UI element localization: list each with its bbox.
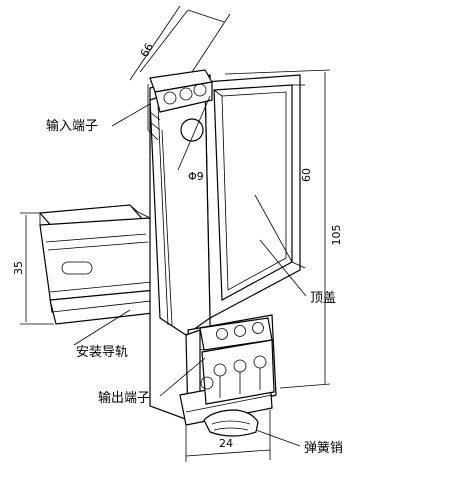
dim-35-label: 35: [12, 261, 25, 275]
callout-input-terminal: 输入端子: [46, 103, 151, 134]
dim-105: 105: [224, 69, 343, 389]
dim-35: 35: [12, 212, 54, 325]
label-input-terminal: 输入端子: [46, 118, 98, 134]
top-cover: [213, 84, 293, 301]
label-top-cover: 顶盖: [310, 291, 336, 306]
dim-24-label: 24: [219, 437, 233, 450]
dim-66-label: 66: [138, 41, 156, 60]
spring-pin: [203, 409, 259, 437]
dim-24: 24: [185, 410, 271, 462]
callout-output-terminal: 输出端子: [98, 357, 206, 406]
dim-phi9-label: Φ9: [188, 170, 204, 183]
label-din-rail: 安装导轨: [76, 345, 128, 360]
mounting-hole: [177, 95, 211, 171]
callout-top-cover: 顶盖: [259, 239, 336, 306]
dim-60-label: 60: [300, 168, 313, 182]
dim-66: 66: [129, 5, 231, 81]
label-spring-pin: 弹簧销: [304, 440, 343, 456]
output-terminal-block: [199, 317, 275, 405]
input-terminal-block: [147, 69, 213, 141]
callout-din-rail: 安装导轨: [73, 309, 131, 360]
din-rail: [38, 204, 163, 325]
dim-60: 60: [291, 84, 313, 269]
dim-105-label: 105: [330, 225, 343, 246]
label-output-terminal: 输出端子: [98, 390, 150, 406]
callout-spring-pin: 弹簧销: [255, 429, 343, 456]
